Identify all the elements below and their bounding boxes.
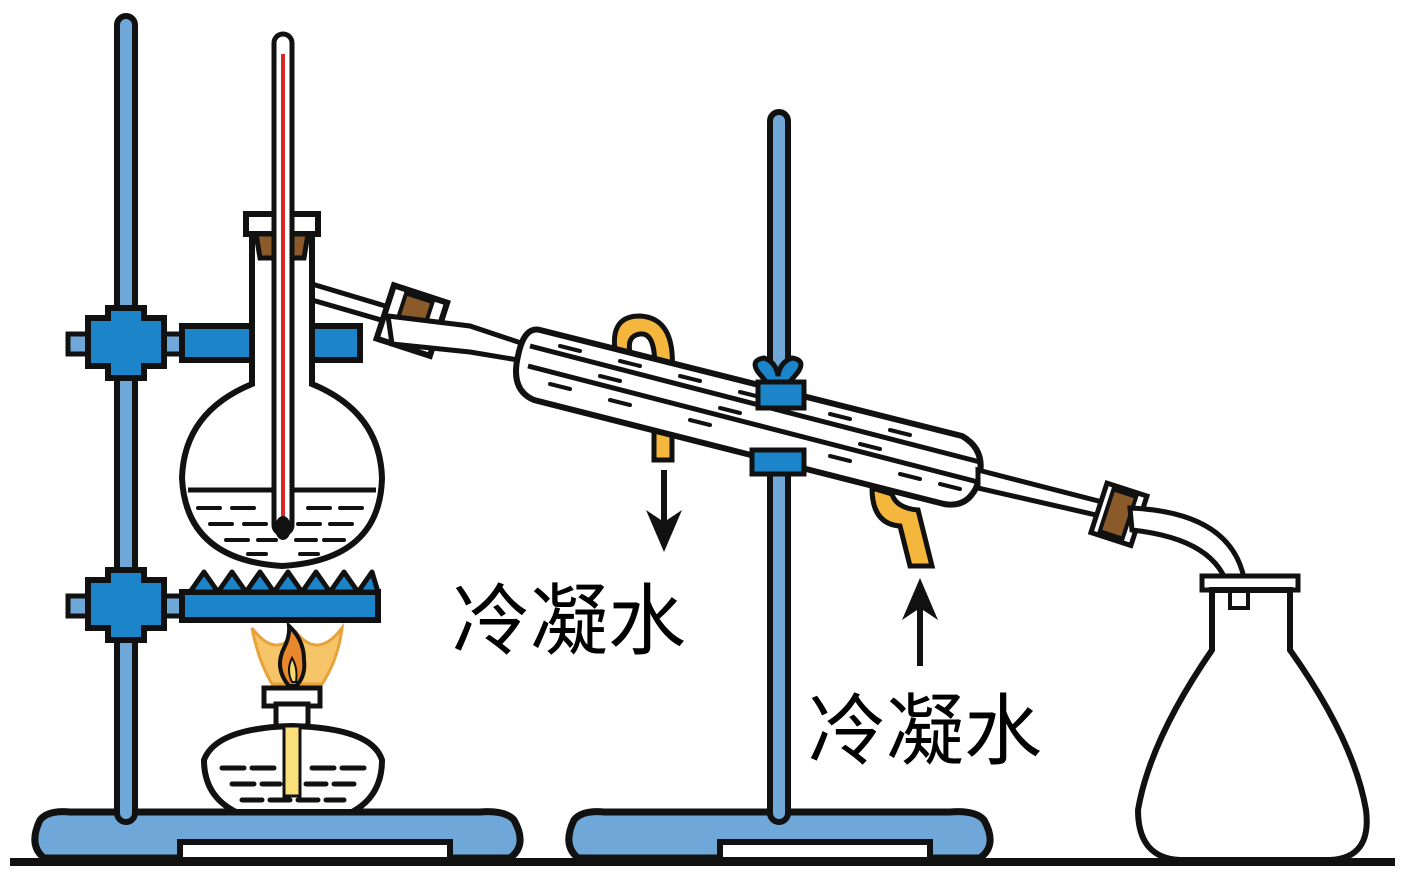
table-surface — [10, 858, 1395, 866]
alcohol-lamp-icon — [200, 620, 386, 815]
arrow-up-icon — [902, 578, 938, 666]
arrow-down-icon — [646, 470, 682, 552]
wire-gauze-icon — [187, 569, 381, 595]
erlenmeyer-flask-icon — [1134, 573, 1370, 863]
stand-rod-left — [114, 13, 138, 825]
thermometer-icon — [271, 31, 295, 540]
condenser-clamp — [749, 355, 807, 477]
stand-base-foot-left — [177, 839, 453, 863]
water-outlet-label: 冷凝水 — [452, 577, 686, 667]
condenser-icon — [385, 313, 1123, 569]
flame-inner — [278, 620, 307, 688]
bosshead-lower — [65, 567, 381, 643]
bosshead-upper — [65, 305, 363, 381]
water-inlet-label: 冷凝水 — [808, 687, 1042, 777]
iron-stand-icon — [31, 13, 524, 863]
flask-side-arm — [309, 280, 396, 326]
ring-support-arm — [179, 589, 381, 623]
